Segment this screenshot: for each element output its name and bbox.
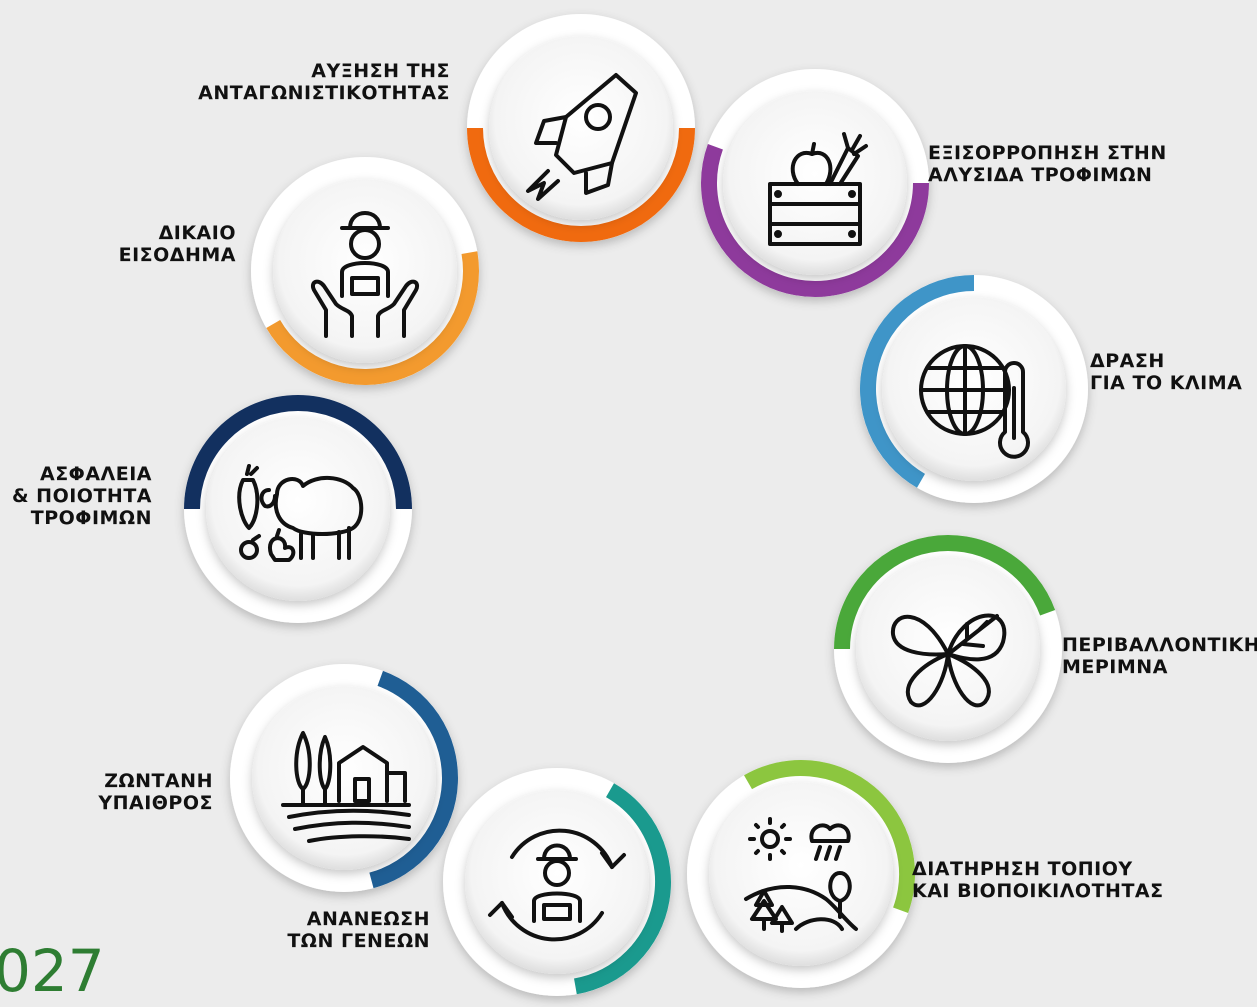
objective-label-line: ΑΣΦΑΛΕΙΑ: [40, 463, 152, 485]
objective-label-line: ΔΙΚΑΙΟ: [158, 222, 236, 244]
objective-label-line: ΑΝΑΝΕΩΣΗ: [306, 908, 430, 930]
objective-node-income: [240, 146, 490, 396]
farmer-hands-icon: [280, 186, 450, 356]
rocket-icon: [496, 43, 666, 213]
objective-ring: [184, 395, 412, 623]
objective-node-generations: [432, 757, 682, 1007]
objective-ring: [467, 14, 695, 242]
livestock-icon: [213, 424, 383, 594]
objective-label-line: ΥΠΑΙΘΡΟΣ: [98, 792, 213, 814]
objective-label-line: ΠΕΡΙΒΑΛΛΟΝΤΙΚΗ: [1062, 634, 1257, 656]
objective-node-food-chain: [690, 58, 940, 308]
objective-label-line: ΔΙΑΤΗΡΗΣΗ ΤΟΠΙΟΥ: [912, 858, 1133, 880]
objective-label-line: ΑΥΞΗΣΗ ΤΗΣ: [311, 60, 450, 82]
objective-node-competitiveness: [456, 3, 706, 253]
objective-node-climate: [849, 264, 1099, 514]
objective-label-line: ΖΩΝΤΑΝΗ: [104, 770, 213, 792]
objective-label-line: & ΠΟΙΟΤΗΤΑ: [12, 485, 152, 507]
objective-label-line: ΤΡΟΦΙΜΩΝ: [30, 507, 152, 529]
objective-node-countryside: [219, 653, 469, 903]
objective-label-line: ΚΑΙ ΒΙΟΠΟΙΚΙΛΟΤΗΤΑΣ: [912, 880, 1164, 902]
objective-label-line: ΜΕΡΙΜΝΑ: [1062, 656, 1168, 678]
objective-node-food-safety: [173, 384, 423, 634]
globe-thermometer-icon: [889, 304, 1059, 474]
objective-ring: [443, 768, 671, 996]
objective-node-landscape: [676, 749, 926, 999]
farmer-cycle-icon: [472, 797, 642, 967]
objective-label-line: ΤΩΝ ΓΕΝΕΩΝ: [287, 930, 430, 952]
objective-label-line: ΕΙΣΟΔΗΜΑ: [118, 244, 236, 266]
objective-label-line: ΕΞΙΣΟΡΡΟΠΗΣΗ ΣΤΗΝ: [928, 142, 1167, 164]
produce-crate-icon: [730, 98, 900, 268]
objective-label-line: ΑΛΥΣΙΔΑ ΤΡΟΦΙΜΩΝ: [928, 164, 1153, 186]
objective-node-environment: [823, 524, 1073, 774]
objective-label-line: ΑΝΤΑΓΩΝΙΣΤΙΚΟΤΗΤΑΣ: [198, 82, 450, 104]
objective-ring: [251, 157, 479, 385]
objective-label-line: ΓΙΑ ΤΟ ΚΛΙΜΑ: [1090, 372, 1243, 394]
landscape-icon: [716, 789, 886, 959]
footer-year-fragment: 027: [0, 937, 105, 1005]
countryside-house-icon: [259, 693, 429, 863]
objective-label-line: ΔΡΑΣΗ: [1090, 350, 1165, 372]
butterfly-leaf-icon: [863, 564, 1033, 734]
